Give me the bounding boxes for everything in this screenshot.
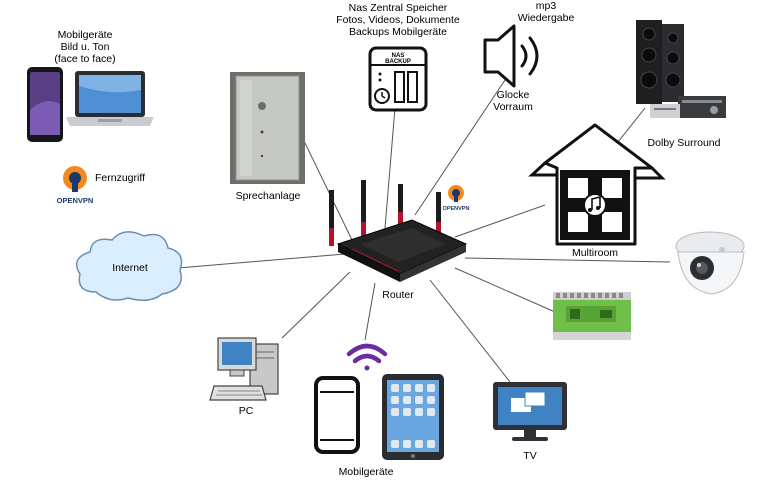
mobile-av-label-line-3: (face to face) (54, 53, 116, 65)
pc-icon (209, 337, 279, 401)
link-camera (464, 257, 671, 263)
multiroom-label: Multiroom (571, 247, 619, 259)
link-multiroom (454, 204, 546, 238)
link-tv (429, 279, 511, 383)
nas-label-line-1: Nas Zentral Speicher (348, 2, 448, 14)
mp3-label-line-2: Wiedergabe (517, 12, 575, 24)
pc-label: PC (238, 405, 254, 417)
mobile-av-label-line-1: Mobilgeräte (57, 29, 113, 41)
mobile-phone-icon (314, 376, 360, 454)
openvpn-logo-icon: OPENVPN (57, 166, 94, 205)
laptop-icon (66, 71, 154, 126)
tablet-icon (382, 374, 444, 460)
router-icon (329, 180, 468, 282)
link-nas (384, 107, 396, 229)
speaker-icon (483, 24, 539, 88)
controller-board-icon (553, 292, 631, 340)
link-doorbell (414, 79, 506, 216)
multiroom-house-icon (528, 123, 666, 246)
intercom-panel-icon (230, 72, 305, 184)
remote-access-label: Fernzugriff (95, 172, 145, 184)
mobile-av-label-line-2: Bild u. Ton (60, 41, 110, 53)
link-controller (454, 267, 556, 313)
router-openvpn-logo-icon: OPENVPN (443, 185, 470, 212)
mp3-label: mp3 Wiedergabe (518, 0, 575, 24)
link-pc (281, 271, 351, 339)
nas-label: Nas Zentral Speicher Fotos, Videos, Doku… (336, 2, 460, 38)
router-label: Router (382, 289, 414, 301)
link-internet (177, 253, 346, 269)
mobile-devices-label: Mobilgeräte (338, 466, 394, 478)
mobile-av-label: Mobilgeräte Bild u. Ton (face to face) (54, 29, 115, 65)
nas-label-line-3: Backups Mobilgeräte (348, 26, 448, 38)
tv-icon (493, 382, 567, 441)
nas-icon-text-top: NAS (392, 53, 405, 59)
link-mobile (364, 282, 376, 341)
hifi-speakers-icon (636, 20, 726, 118)
dolby-label: Dolby Surround (647, 137, 721, 149)
intercom-label: Sprechanlage (235, 190, 301, 202)
smartphone-icon (27, 67, 63, 142)
nas-icon: NAS BACKUP (368, 46, 428, 112)
nas-icon-text-bottom: BACKUP (385, 59, 411, 65)
internet-cloud-icon (75, 231, 183, 301)
doorbell-label: Glocke Vorraum (493, 89, 533, 113)
openvpn-logo-text: OPENVPN (57, 196, 94, 205)
wifi-icon (346, 343, 388, 371)
doorbell-label-line-1: Glocke (496, 89, 530, 101)
tv-label: TV (523, 450, 537, 462)
dome-camera-icon (675, 231, 745, 295)
router-openvpn-logo-text: OPENVPN (443, 206, 470, 212)
doorbell-label-line-2: Vorraum (493, 101, 533, 113)
internet-label: Internet (112, 262, 148, 274)
nas-label-line-2: Fotos, Videos, Dokumente (336, 14, 460, 26)
mp3-label-line-1: mp3 (535, 0, 557, 12)
